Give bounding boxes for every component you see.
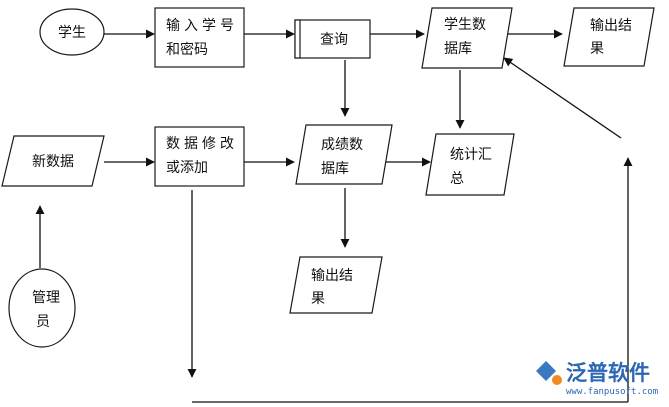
stats-node: [425, 133, 515, 196]
output1-node: [563, 7, 655, 67]
student-db-node: [421, 7, 513, 69]
modify-label: 数据修改 或添加: [166, 136, 242, 176]
modify-node: [154, 126, 245, 187]
edges: [35, 29, 633, 403]
student-label: 学生: [58, 25, 86, 41]
stats-label: 统计汇 总: [450, 147, 496, 187]
brand-logo-icon: [536, 361, 556, 381]
watermark-url: www.fanpusoft.com: [566, 387, 658, 397]
login-label: 输入学号 和密码: [166, 18, 242, 58]
brand-logo-accent-icon: [552, 375, 562, 385]
output2-label: 输出结 果: [311, 268, 357, 307]
new-data-node: [1, 135, 105, 187]
nodes: [1, 7, 655, 348]
query-node-border-left: [294, 19, 301, 59]
grade-db-node: [295, 124, 393, 185]
login-node: [154, 7, 245, 68]
edge-diagonal-to-student-db: [503, 57, 622, 139]
new-data-label: 新数据: [32, 154, 74, 170]
student-node: [39, 8, 105, 56]
watermark-brand: 泛普软件: [566, 361, 650, 385]
student-db-label: 学生数 据库: [444, 17, 490, 57]
output1-label: 输出结 果: [590, 18, 636, 57]
output2-node: [289, 256, 383, 314]
grade-db-label: 成绩数 据库: [321, 137, 367, 177]
watermark: 泛普软件 www.fanpusoft.com: [536, 361, 658, 397]
admin-node: [8, 268, 76, 348]
labels: 学生 输入学号 和密码 查询 学生数 据库 输出结 果 新数据 数据修改 或添加…: [32, 17, 636, 330]
query-label: 查询: [320, 32, 348, 48]
admin-label: 管理 员: [32, 290, 64, 330]
